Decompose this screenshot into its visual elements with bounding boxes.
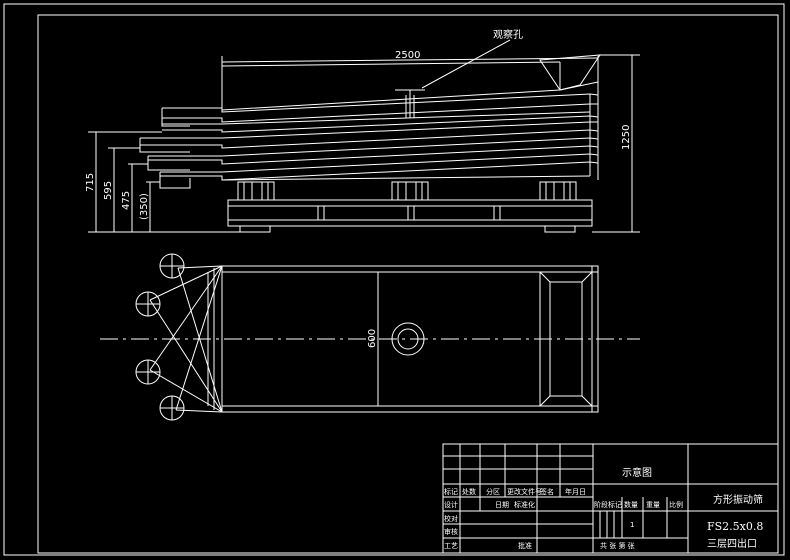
dim-outlet-2: 595 [103, 181, 114, 200]
dim-outlet-1: 715 [85, 173, 96, 192]
title-block [442, 443, 779, 554]
dim-length: 2500 [395, 50, 420, 61]
title-block-text: 示意图 标记 处数 分区 更改文件号 签名 年月日 设计 日期 标准化 校对 审… [444, 466, 763, 550]
tb-h-5: 年月日 [565, 487, 586, 496]
feed-hopper [539, 54, 601, 91]
tb-h-2: 分区 [486, 487, 500, 496]
springs [237, 181, 577, 201]
dim-outlet-4: (350) [139, 193, 150, 220]
lifting-hole [395, 39, 511, 118]
tb-design-3: 标准化 [514, 500, 535, 509]
tb-approve: 批准 [518, 541, 532, 550]
outer-frame [3, 3, 785, 556]
inner-frame [37, 14, 779, 554]
tb-sheets: 共 张 第 张 [600, 541, 635, 550]
tb-design-2: 日期 [495, 501, 509, 509]
base-frame [227, 199, 593, 233]
tb-product-name: 方形振动筛 [713, 493, 763, 506]
dim-outlet-3: 475 [121, 191, 132, 210]
tb-process: 工艺 [444, 542, 458, 550]
tb-description: 三层四出口 [707, 537, 757, 550]
tb-h-0: 标记 [444, 487, 458, 496]
screen-decks [139, 82, 599, 189]
screen-top-cover [221, 66, 599, 111]
plan-view [100, 253, 640, 421]
dim-width: 600 [367, 329, 378, 348]
tb-stage-1: 数量 [624, 500, 638, 509]
center-port [391, 322, 425, 356]
tb-model: FS2.5x0.8 [707, 520, 763, 533]
outlet-chutes [149, 265, 223, 413]
dim-total-height: 1250 [621, 125, 632, 150]
elevation-view [88, 39, 640, 233]
tb-check: 校对 [444, 514, 458, 523]
tb-stage-0: 阶段标记 [594, 500, 622, 509]
tb-stage-3: 比例 [669, 500, 683, 509]
dimension-lines [88, 54, 640, 233]
tb-stage-2: 重量 [646, 501, 660, 509]
outlet-flanges [135, 253, 185, 421]
tb-review: 审核 [444, 527, 458, 536]
tb-h-4: 签名 [540, 487, 554, 496]
tb-h-1: 处数 [462, 487, 476, 496]
annotation-lifting-hole: 观察孔 [493, 28, 523, 41]
tb-quantity: 1 [630, 521, 634, 529]
tb-h-3: 更改文件号 [507, 487, 542, 496]
feed-inlet-plan [539, 271, 593, 407]
tb-design-0: 设计 [444, 500, 458, 509]
tb-drawing-name: 示意图 [622, 466, 652, 479]
